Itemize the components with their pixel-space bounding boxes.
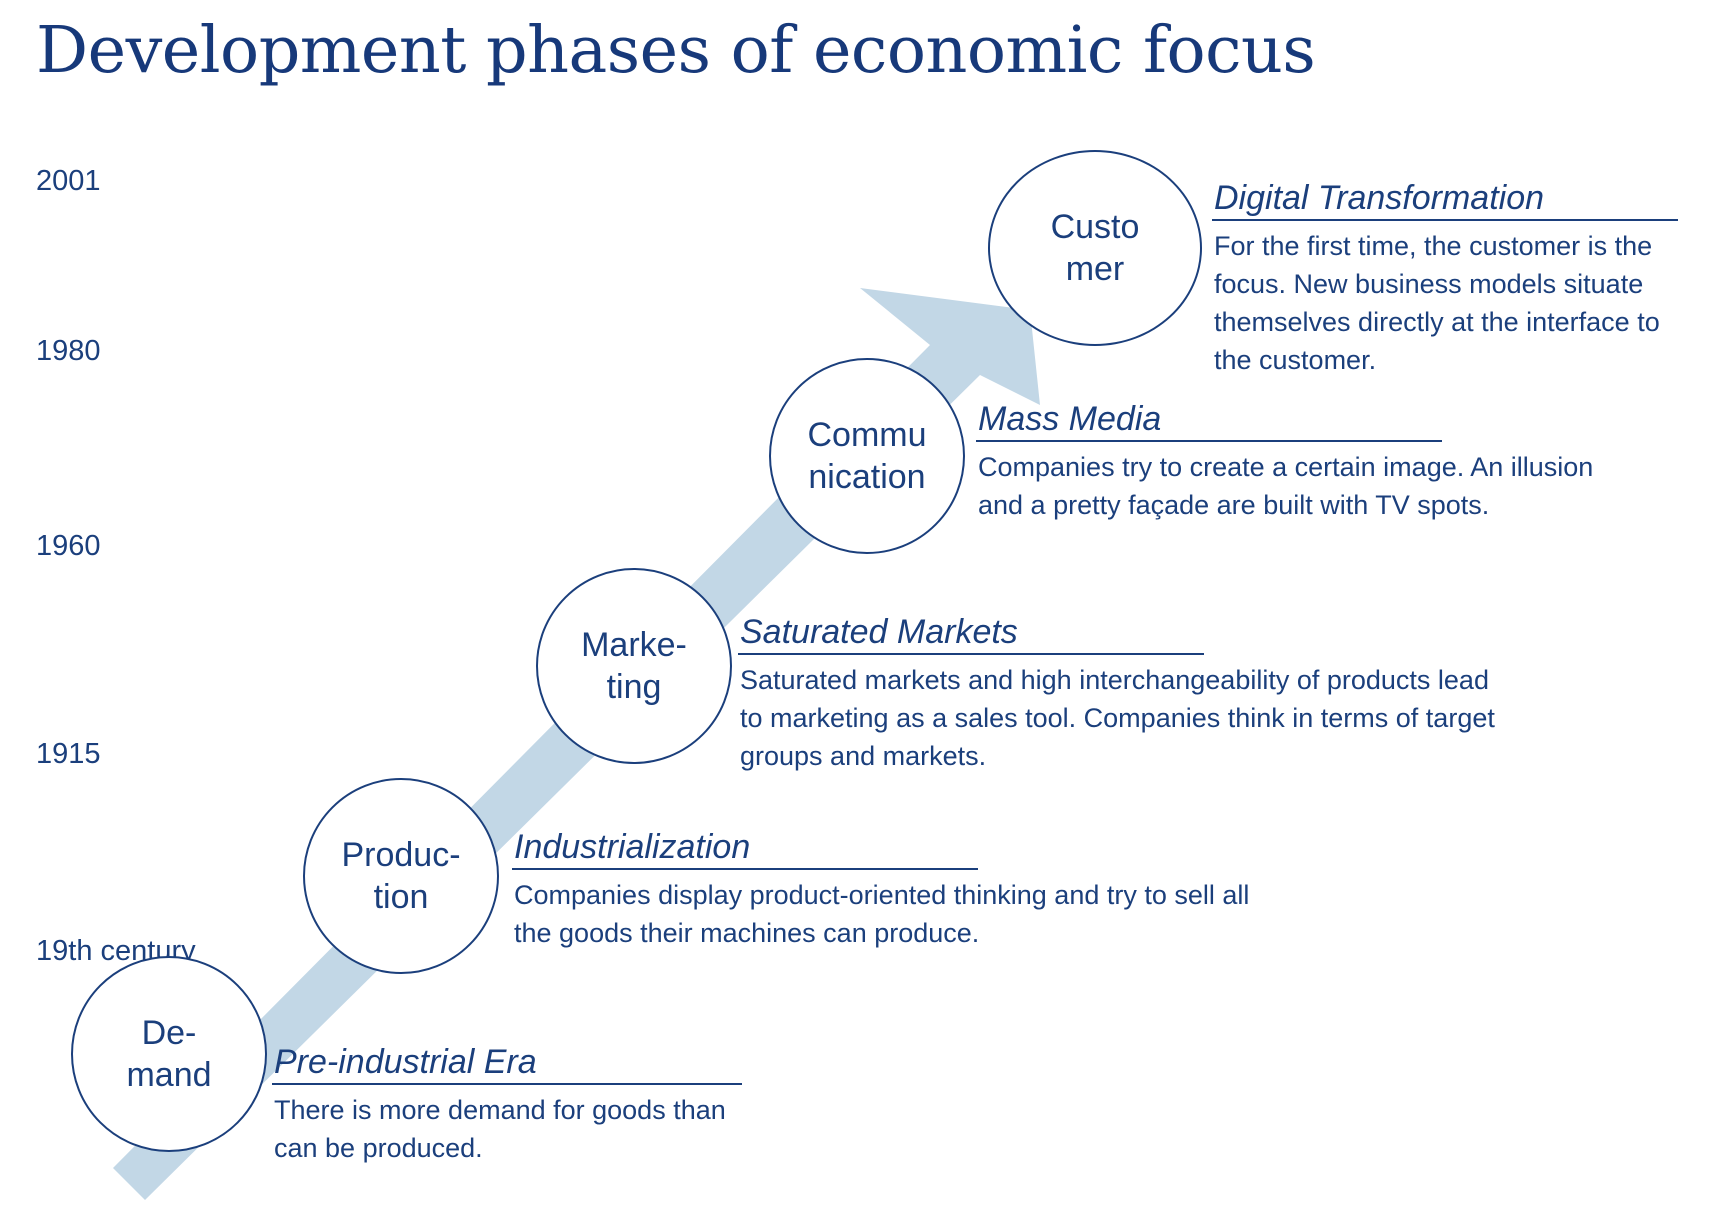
phase-heading: Mass Media <box>976 398 1442 442</box>
phase-description: Companies display product-oriented think… <box>514 880 1250 948</box>
page-title: Development phases of economic focus <box>36 13 1316 88</box>
phase-circle-label-line: mer <box>1065 250 1125 288</box>
phase-circle-label-line: mand <box>126 1056 212 1094</box>
phase-heading: Pre-industrial Era <box>272 1041 742 1085</box>
phase-circle-label-line: Produc- <box>341 835 461 874</box>
phase-circle-production: Produc- tion <box>303 778 499 974</box>
year-label-2001: 2001 <box>36 165 101 197</box>
phase-block-mass-media: Mass Media Companies try to create a cer… <box>976 398 1593 524</box>
phase-block-pre-industrial-era: Pre-industrial Era There is more demand … <box>272 1041 742 1167</box>
year-label-1915: 1915 <box>36 738 101 770</box>
phase-circle-label-line: tion <box>373 878 429 916</box>
phase-block-saturated-markets: Saturated Markets Saturated markets and … <box>738 611 1495 775</box>
year-label-1960: 1960 <box>36 530 101 562</box>
phase-heading: Industrialization <box>512 826 978 870</box>
phase-circle-label-line: ting <box>606 668 662 706</box>
phase-description: For the first time, the customer is the … <box>1214 231 1660 375</box>
phase-description: Companies try to create a certain image.… <box>978 452 1594 520</box>
phase-circle-label-line: nication <box>808 458 926 496</box>
phase-description: Saturated markets and high interchangeab… <box>740 665 1495 771</box>
phase-circle-communication: Commu nication <box>769 358 965 554</box>
phase-circle-label-line: Commu <box>807 415 927 454</box>
phase-circle-label-line: Marke- <box>581 625 687 664</box>
phase-circle-marketing: Marke- ting <box>536 568 732 764</box>
phase-block-digital-transformation: Digital Transformation For the first tim… <box>1212 177 1678 379</box>
phase-circle-label-line: Custo <box>1050 207 1140 246</box>
phase-circle-customer: Custo mer <box>988 150 1202 346</box>
phase-description: There is more demand for goods than can … <box>274 1095 726 1163</box>
phase-heading: Digital Transformation <box>1212 177 1678 221</box>
phase-circle-label-line: De- <box>141 1013 197 1052</box>
phase-circle-demand: De- mand <box>71 956 267 1152</box>
phase-heading: Saturated Markets <box>738 611 1204 655</box>
phase-block-industrialization: Industrialization Companies display prod… <box>512 826 1249 952</box>
year-label-1980: 1980 <box>36 335 101 367</box>
